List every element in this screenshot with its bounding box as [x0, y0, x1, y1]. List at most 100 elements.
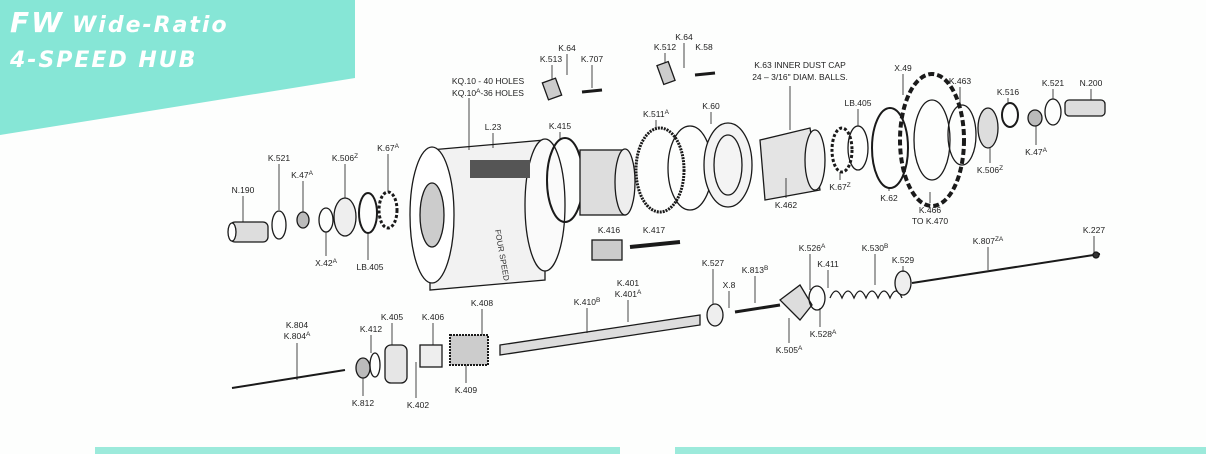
label-text: K.516 — [996, 87, 1020, 97]
label-k411: K.411 — [817, 259, 839, 269]
spring-k530b — [829, 290, 903, 300]
label-k401a: K.401A — [615, 289, 642, 299]
title-line-1: FW Wide-Ratio — [10, 6, 229, 39]
label-k526a: K.526A — [799, 243, 826, 253]
label-superscript: A — [305, 331, 311, 338]
pinion-k416 — [591, 239, 623, 261]
title-fw: FW — [10, 6, 65, 39]
label-k804a: K.804A — [284, 331, 311, 341]
axle-nut-n200 — [1064, 99, 1106, 117]
washer-x42a — [318, 207, 334, 233]
label-text: K.807 — [972, 236, 995, 246]
label-text: N.200 — [1079, 78, 1103, 88]
clutch-block-k513 — [541, 77, 563, 101]
label-k707: K.707 — [581, 54, 603, 64]
bottom-strip-left — [95, 447, 620, 454]
title-wide-ratio: Wide-Ratio — [72, 13, 229, 38]
nut-k47a — [296, 211, 310, 229]
label-text: K.804 — [283, 331, 306, 341]
label-k410b: K.410B — [574, 297, 601, 307]
label-superscript: A — [308, 170, 313, 177]
label-text: K.417 — [642, 225, 666, 235]
washer-k412 — [369, 352, 381, 378]
washer-k521-right — [1044, 98, 1062, 126]
gear-ring-k511a — [634, 125, 713, 214]
nut-k47a-right — [1027, 109, 1043, 127]
ring-k62 — [871, 107, 909, 189]
label-k58: K.58 — [695, 42, 713, 52]
nut-k812 — [355, 357, 371, 379]
label-k511a: K.511A — [643, 109, 669, 119]
label-text: K.412 — [359, 324, 383, 334]
label-k402: K.402 — [407, 400, 429, 410]
label-text: KQ.10 - 40 HOLES — [451, 76, 525, 86]
label-k804: K.804 — [286, 320, 308, 330]
label-text: K.462 — [774, 200, 798, 210]
label-superscript: A — [797, 345, 803, 352]
label-text: K.812 — [351, 398, 375, 408]
label-balls: 24 – 3/16" DIAM. BALLS. — [752, 72, 848, 82]
label-superscript: Z — [354, 153, 359, 160]
label-k60: K.60 — [702, 101, 720, 111]
label-k408: K.408 — [471, 298, 493, 308]
label-text: K.67 — [829, 182, 847, 192]
label-text: K.64 — [675, 32, 693, 42]
pin-k417 — [629, 240, 681, 249]
label-text: K.408 — [470, 298, 494, 308]
label-text: K.466 — [918, 205, 942, 215]
label-text: X.8 — [722, 280, 736, 290]
label-k512: K.512 — [654, 42, 676, 52]
label-text: K.47 — [291, 170, 309, 180]
label-k67z: K.67Z — [829, 182, 850, 192]
label-text: TO K.470 — [911, 216, 949, 226]
label-k506z-right: K.506Z — [977, 165, 1003, 175]
hub-shell-l23: FOUR SPEED — [409, 138, 566, 291]
label-x49: X.49 — [894, 63, 912, 73]
label-k521-right: K.521 — [1042, 78, 1064, 88]
driver-k462 — [759, 127, 826, 201]
label-text: K.707 — [580, 54, 604, 64]
washer-k521 — [271, 210, 287, 240]
sleeve-k406 — [419, 344, 443, 368]
label-k513: K.513 — [540, 54, 562, 64]
lockwasher-k516 — [1001, 102, 1019, 128]
label-text: K.63 INNER DUST CAP — [754, 60, 846, 70]
label-k807za: K.807ZA — [973, 236, 1004, 246]
label-k527: K.527 — [702, 258, 724, 268]
label-text: K.402 — [406, 400, 430, 410]
label-text: K.463 — [948, 76, 972, 86]
ball-ring-k60 — [703, 122, 753, 208]
label-superscript: B — [595, 297, 601, 304]
label-k463: K.463 — [949, 76, 971, 86]
label-k62: K.62 — [880, 193, 898, 203]
knob-k505a — [779, 284, 813, 321]
label-n190: N.190 — [232, 185, 255, 195]
label-text: K.416 — [597, 225, 621, 235]
label-k63: K.63 INNER DUST CAP — [754, 60, 845, 70]
label-text: K.513 — [539, 54, 563, 64]
label-text: K.401 — [616, 278, 640, 288]
cone-k506z-right — [977, 107, 999, 149]
label-text: K.521 — [267, 153, 291, 163]
label-text: K.67 — [377, 143, 395, 153]
label-k506z-left: K.506Z — [332, 153, 358, 163]
pin-k58 — [694, 71, 716, 77]
cup-k527 — [706, 303, 724, 327]
label-superscript: ZA — [994, 236, 1004, 243]
label-k47a-right: K.47A — [1025, 147, 1047, 157]
label-x8: X.8 — [723, 280, 736, 290]
label-text: K.60 — [702, 101, 720, 111]
label-text: K.506 — [976, 165, 1000, 175]
label-k813b: K.813B — [742, 265, 769, 275]
label-text: K.415 — [548, 121, 572, 131]
label-text: K.62 — [880, 193, 898, 203]
label-text: K.529 — [891, 255, 915, 265]
label-text: K.512 — [653, 42, 677, 52]
label-superscript: B — [763, 265, 769, 272]
label-text: K.409 — [454, 385, 478, 395]
label-text: X.49 — [894, 63, 912, 73]
label-superscript: A — [664, 109, 669, 116]
label-k530b: K.530B — [862, 243, 889, 253]
label-k67a: K.67A — [377, 143, 399, 153]
